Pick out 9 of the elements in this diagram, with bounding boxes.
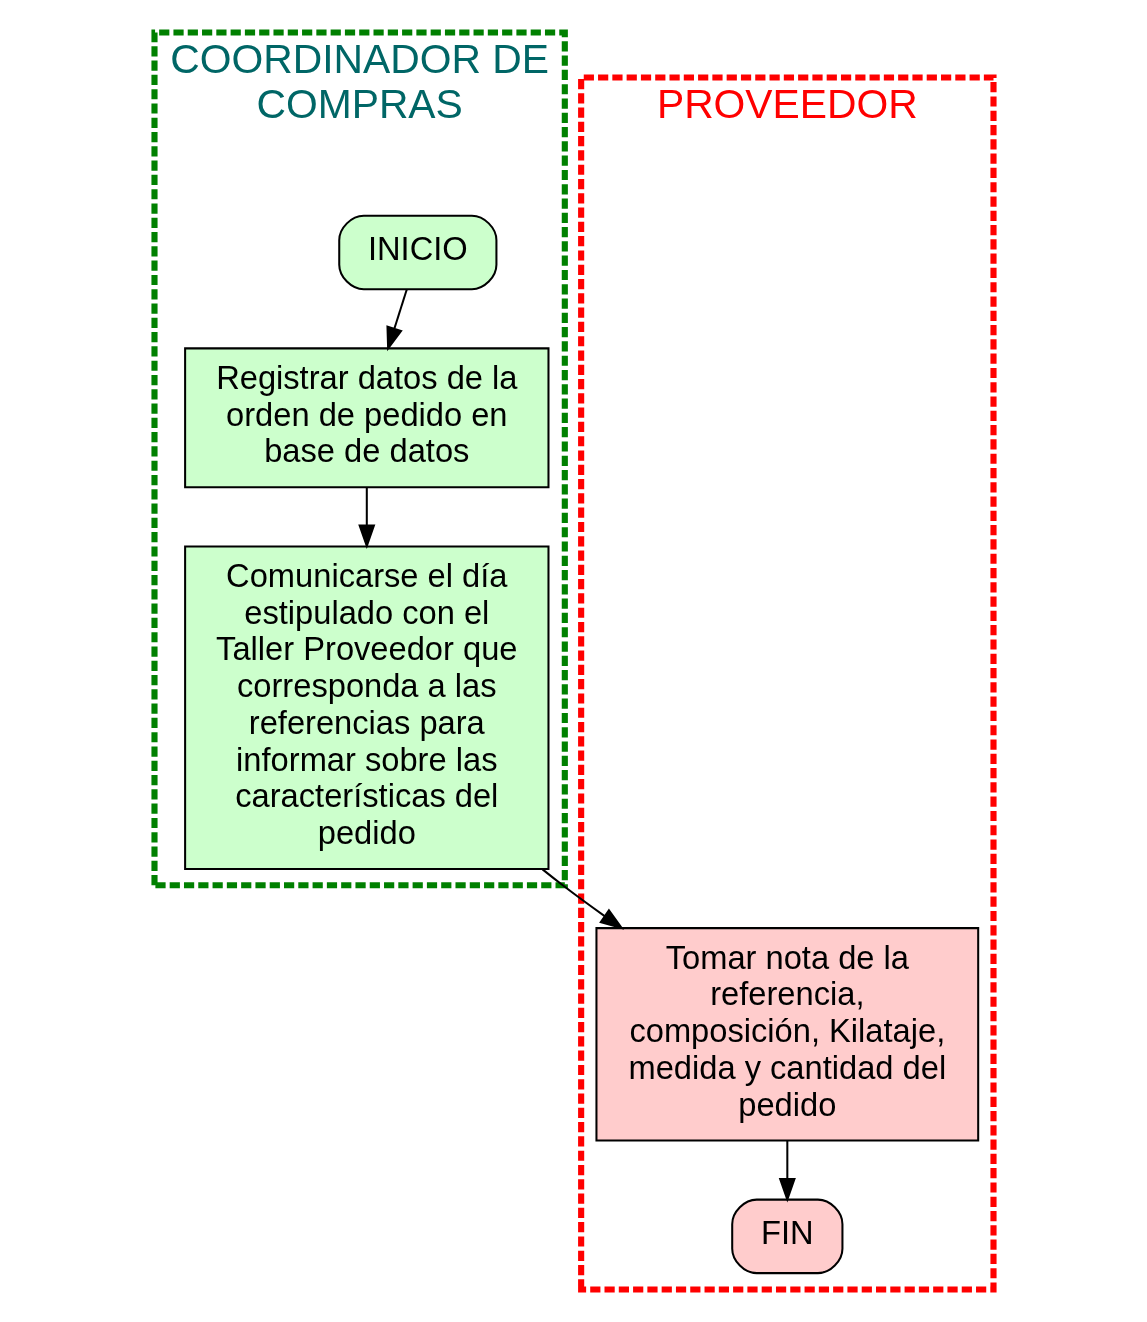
node-box: INICIO	[337, 214, 497, 291]
node-box: Tomar nota de la referencia, composición, Kilataje, medida y cantidad del pedido	[594, 927, 979, 1142]
node-box: Comunicarse el día estipulado con el Taller Proveedor que corresponda a las referencias para informar sobre las características del pedido	[183, 545, 549, 870]
arrow	[357, 487, 375, 549]
arrow	[541, 868, 624, 930]
node-box: Registrar datos de la orden de pedido en base de datos	[183, 347, 549, 489]
node-box: FIN	[730, 1198, 843, 1275]
arrow	[778, 1140, 796, 1203]
arrow	[385, 289, 408, 352]
